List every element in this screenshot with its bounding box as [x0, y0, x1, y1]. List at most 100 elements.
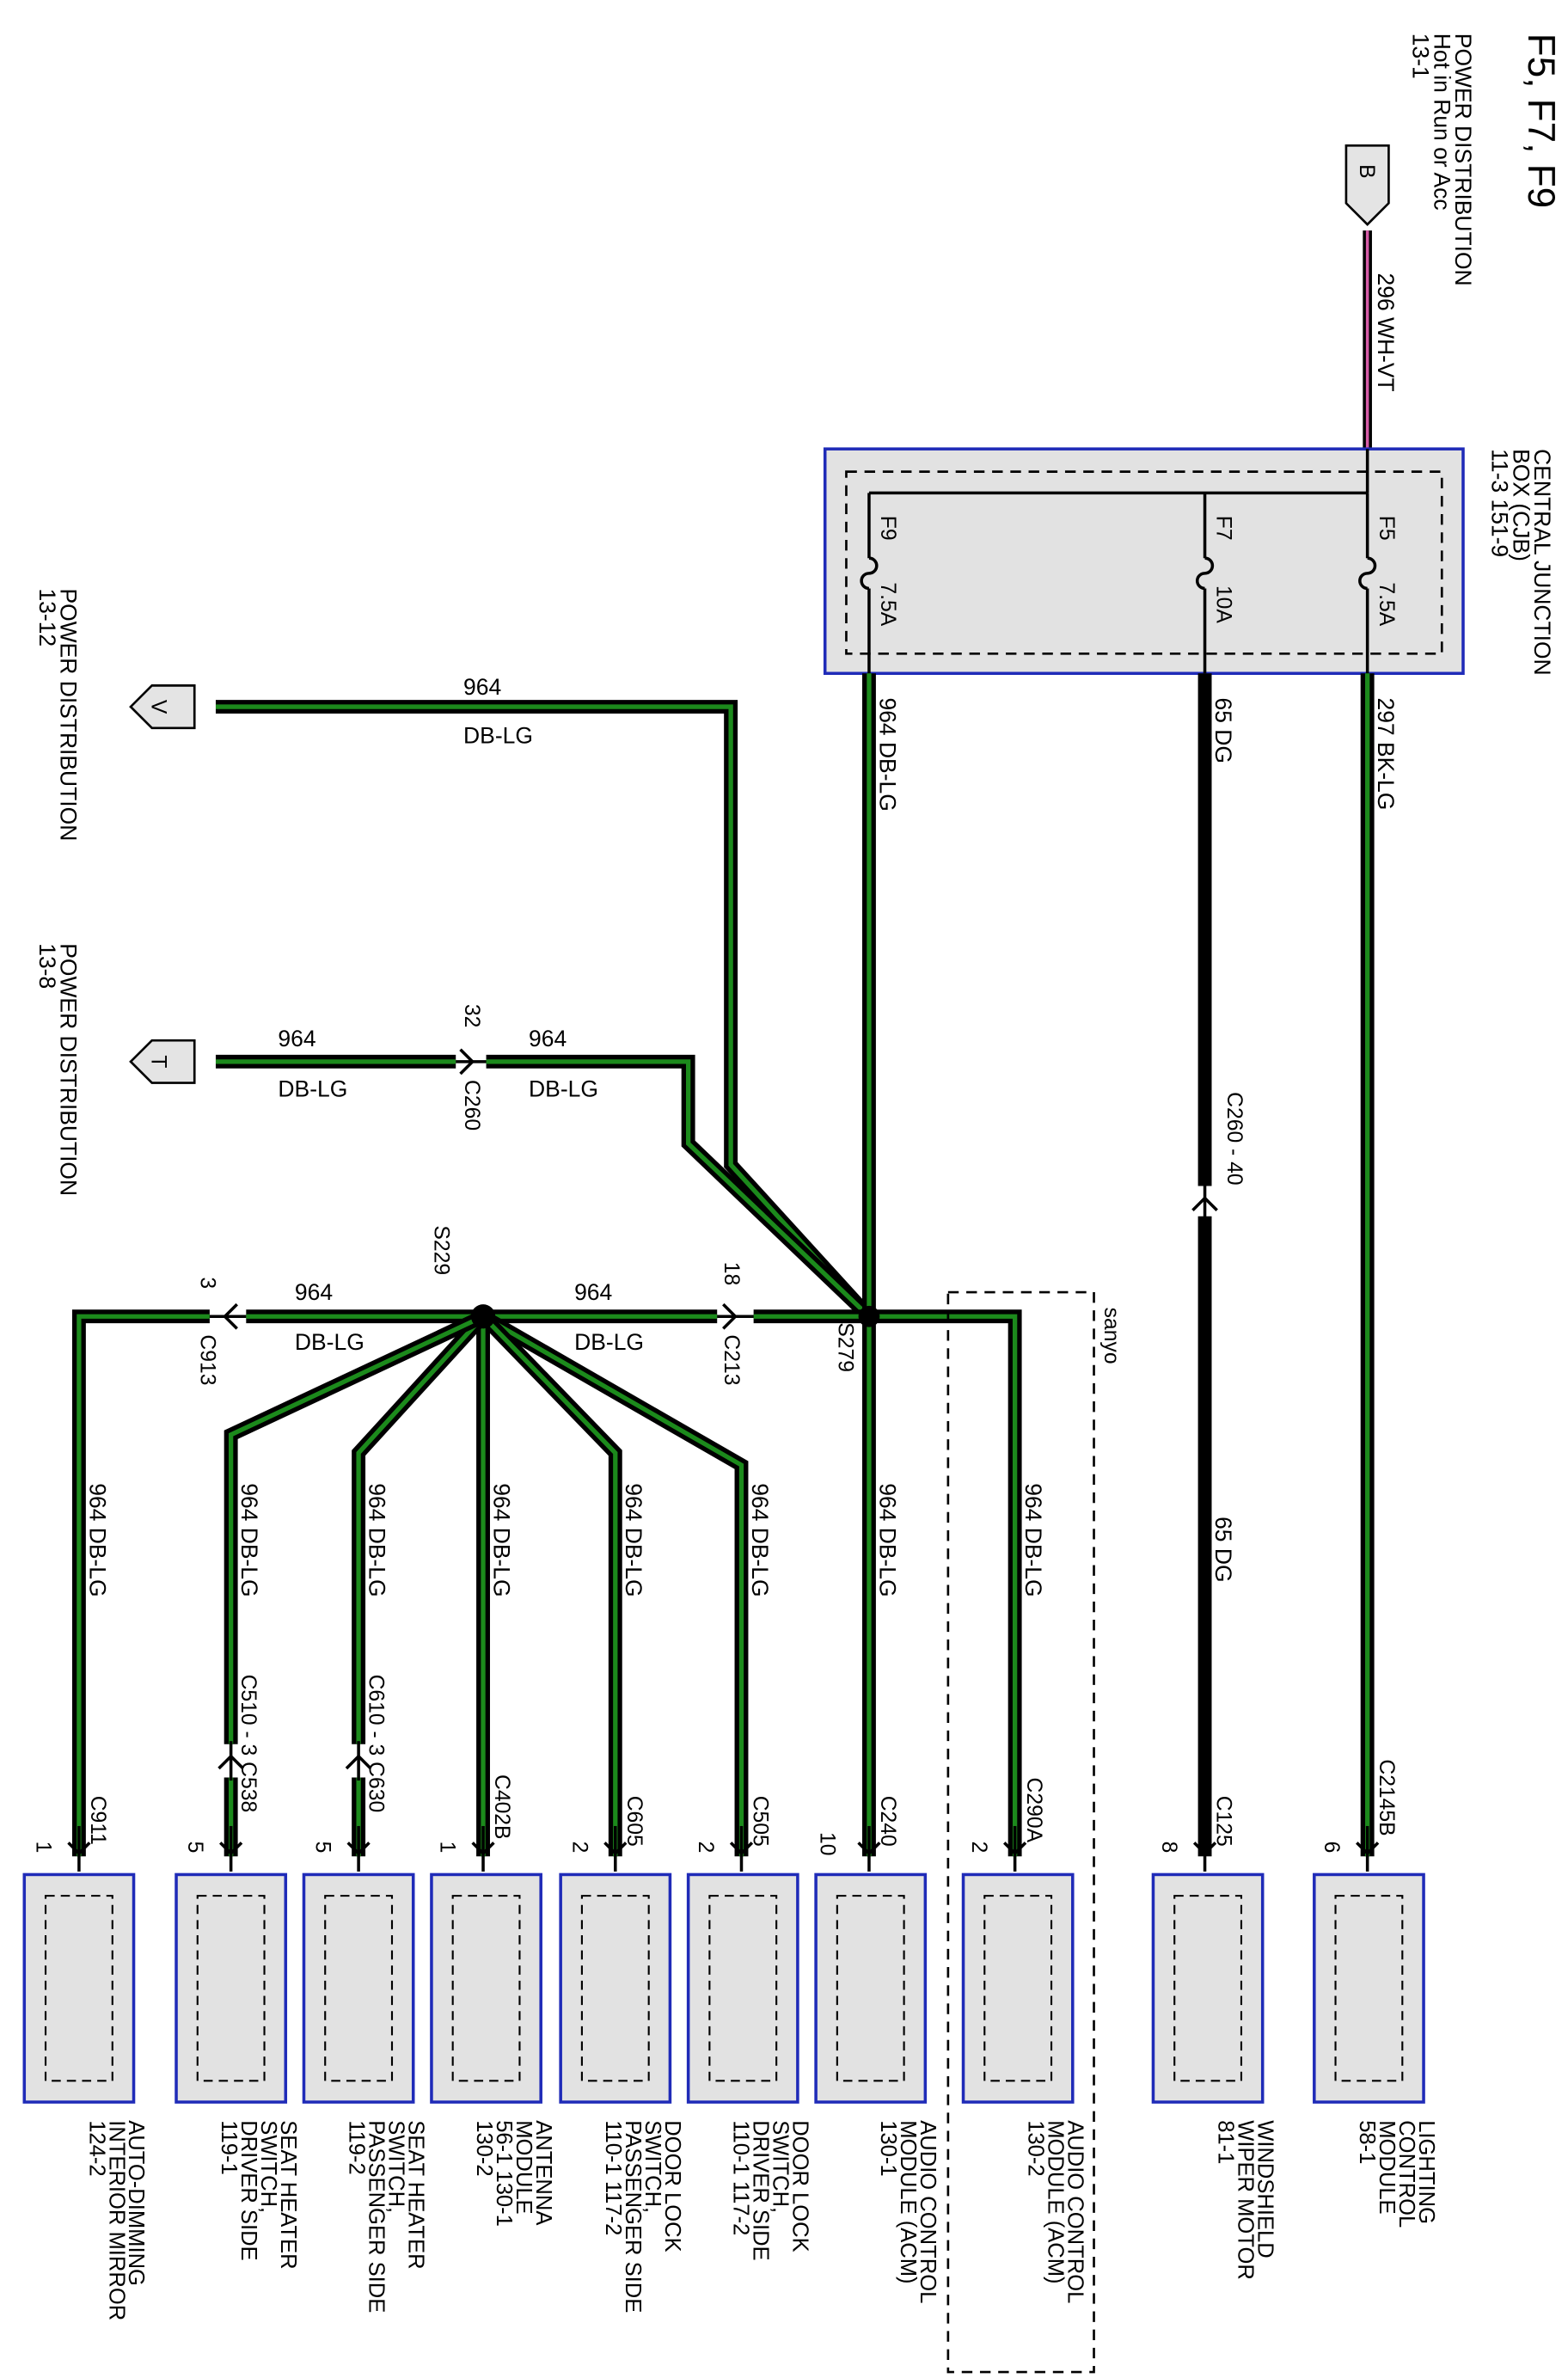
label-line: POWER DISTRIBUTION — [1450, 34, 1476, 286]
power-source-v-label: POWER DISTRIBUTION 13-12 — [34, 588, 82, 841]
power-source-t: T — [129, 1039, 196, 1084]
module-box-lighting — [1313, 1872, 1425, 2104]
connector-c510-label: C510 - 3 C538 — [236, 1675, 260, 1813]
wire-t-left-circuit: 964 — [278, 1026, 315, 1051]
branch-label-mirror: 964 DB-LG — [84, 1483, 110, 1597]
connector-c260-label: C260 — [460, 1080, 483, 1131]
module-name-line: 130-2 — [472, 2120, 496, 2176]
connector-c213-pin: 18 — [720, 1262, 743, 1285]
module-name-line: SWITCH, — [769, 2120, 793, 2213]
module-name-line: PASSENGER SIDE — [621, 2120, 645, 2313]
label-line: 13-12 — [34, 588, 60, 647]
module-name-line: AUTO-DIMMING — [124, 2120, 148, 2286]
sanyo-option-outline — [946, 1290, 1095, 2374]
module-box-seat-driver — [175, 1872, 288, 2104]
wire-v-color: DB-LG — [463, 722, 533, 748]
label-line: POWER DISTRIBUTION — [56, 943, 82, 1196]
branch-label-audio: 964 DB-LG — [874, 1483, 900, 1597]
module-name-line: PASSENGER SIDE — [364, 2120, 388, 2313]
module-pin-label: 2 — [567, 1842, 591, 1854]
module-name-lighting: LIGHTING CONTROL MODULE 58-1 — [1355, 2120, 1438, 2228]
module-name-wiper: WINDSHIELD WIPER MOTOR 81-1 — [1213, 2120, 1277, 2280]
wire-t-right-color: DB-LG — [529, 1076, 598, 1101]
power-source-v-pin: V — [147, 700, 170, 714]
branch-label-door-passenger: 964 DB-LG — [621, 1483, 646, 1597]
branch-label-seat-passenger: 964 DB-LG — [364, 1483, 389, 1597]
module-box-antenna — [430, 1872, 542, 2104]
module-name-seat-passenger: SEAT HEATER SWITCH, PASSENGER SIDE 119-2 — [344, 2120, 427, 2313]
module-name-door-driver: DOOR LOCK SWITCH, DRIVER SIDE 110-1 117-… — [729, 2120, 812, 2260]
connector-c213 — [717, 1302, 754, 1330]
fuse-f9-rating: 7.5A — [876, 582, 899, 626]
fuse-f7-label: F7 — [1212, 516, 1235, 541]
cjb-label: CENTRAL JUNCTION BOX (CJB) 11-3 151-9 — [1487, 449, 1556, 675]
module-name-line: WIPER MOTOR — [1233, 2120, 1257, 2280]
module-name-line: 110-1 117-2 — [601, 2120, 625, 2235]
module-connector-label: C505 — [749, 1796, 772, 1847]
wires-green — [71, 673, 1375, 1857]
central-junction-box: F5 7.5A F7 10A F9 7.5A — [823, 447, 1465, 676]
wire-65-bottom-label: 65 DG — [1210, 1517, 1236, 1582]
splice-s279 — [858, 1305, 880, 1327]
wire-296-label: 296 WH-VT — [1373, 273, 1399, 392]
module-box-mirror — [22, 1872, 136, 2104]
branch-label-seat-driver: 964 DB-LG — [236, 1483, 262, 1597]
module-connector-label: C125 — [1212, 1796, 1235, 1847]
label-line: Hot in Run or Acc — [1429, 34, 1455, 211]
module-connector-label: C911 — [86, 1796, 109, 1845]
module-name-line: DOOR LOCK — [788, 2120, 812, 2252]
module-name-line: INTERIOR MIRROR — [104, 2120, 128, 2320]
fuse-f5-rating: 7.5A — [1375, 582, 1398, 626]
module-connector-label: C290A — [1022, 1778, 1045, 1843]
power-source-b-pin: B — [1355, 164, 1378, 178]
module-name-line: 110-1 117-2 — [729, 2120, 753, 2235]
wire-65-top-label: 65 DG — [1210, 697, 1236, 763]
module-name-line: ANTENNA — [531, 2120, 555, 2226]
module-name-line: 56-1 130-1 — [492, 2120, 516, 2227]
module-connector-label: C605 — [622, 1796, 646, 1847]
label-line: BOX (CJB) — [1508, 449, 1534, 561]
module-name-seat-driver: SEAT HEATER SWITCH, DRIVER SIDE 119-1 — [217, 2120, 300, 2269]
module-box-door-driver — [686, 1872, 799, 2104]
module-name-line: MODULE (ACM) — [1044, 2120, 1068, 2283]
module-name-line: 130-2 — [1024, 2120, 1048, 2176]
power-source-b: B — [1344, 144, 1390, 226]
power-source-t-label: POWER DISTRIBUTION 13-8 — [34, 943, 82, 1196]
connector-c510 — [217, 1741, 245, 1781]
module-name-line: DRIVER SIDE — [236, 2120, 260, 2260]
module-name-line: MODULE — [1375, 2120, 1399, 2214]
branch-label-audio-sanyo: 964 DB-LG — [1020, 1483, 1046, 1597]
module-pin-label: 2 — [694, 1842, 717, 1854]
connector-c260-40-label: C260 - 40 — [1222, 1092, 1246, 1185]
label-line: 13-1 — [1408, 34, 1434, 79]
label-line: 13-8 — [34, 943, 60, 989]
fuse-f9 — [860, 556, 879, 591]
module-pin-label: 8 — [1157, 1842, 1180, 1854]
module-name-line: SWITCH, — [640, 2120, 665, 2213]
module-name-line: SWITCH, — [256, 2120, 280, 2213]
connector-c913-label: C913 — [195, 1334, 218, 1385]
connector-c260-pin: 32 — [460, 1004, 483, 1027]
power-source-t-pin: T — [147, 1055, 170, 1068]
module-pin-label: 1 — [31, 1842, 54, 1854]
label-line: 11-3 151-9 — [1487, 449, 1513, 557]
branch-label-door-driver: 964 DB-LG — [747, 1483, 773, 1597]
connector-c610 — [345, 1741, 372, 1781]
wire-t-right-circuit: 964 — [529, 1026, 567, 1051]
splice-s229-label: S229 — [429, 1225, 452, 1275]
module-name-line: 119-2 — [344, 2120, 368, 2175]
module-box-door-passenger — [559, 1872, 672, 2104]
label-line: CENTRAL JUNCTION — [1529, 449, 1555, 675]
module-name-line: MODULE (ACM) — [896, 2120, 920, 2283]
module-name-door-passenger: DOOR LOCK SWITCH, PASSENGER SIDE 110-1 1… — [601, 2120, 684, 2313]
wire-s229-left-circuit: 964 — [295, 1279, 333, 1305]
connector-c913-pin: 3 — [195, 1277, 218, 1289]
connector-c213-label: C213 — [720, 1334, 743, 1385]
module-name-line: MODULE — [511, 2120, 536, 2214]
module-connector-seat-driver — [218, 1824, 243, 1873]
module-name-mirror: AUTO-DIMMING INTERIOR MIRROR 124-2 — [84, 2120, 148, 2320]
wire-s229-right-circuit: 964 — [574, 1279, 612, 1305]
module-name-line: 124-2 — [84, 2120, 108, 2176]
connector-c913 — [209, 1302, 247, 1330]
